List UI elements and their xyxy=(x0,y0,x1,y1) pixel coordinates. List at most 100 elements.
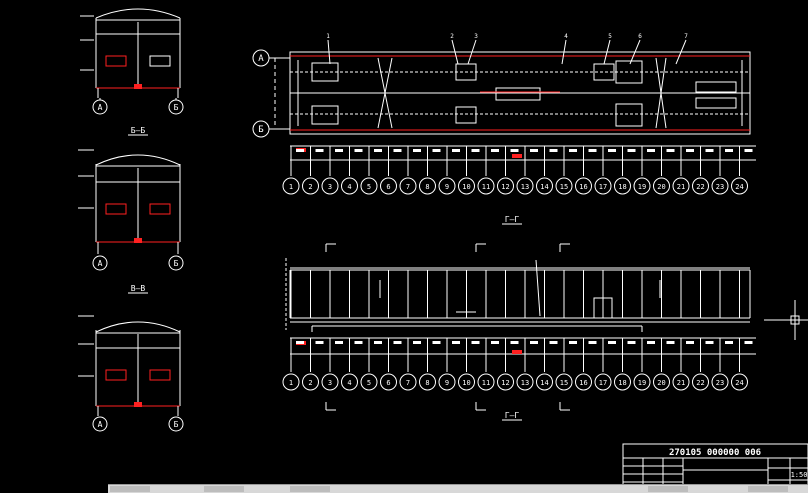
column-number: 20 xyxy=(657,183,665,191)
column-bubble xyxy=(302,373,319,391)
status-bar-segment[interactable] xyxy=(648,486,688,492)
column-number: 23 xyxy=(716,183,724,191)
dimension-text-mark xyxy=(686,341,694,344)
column-number: 2 xyxy=(308,379,312,387)
column-bubble xyxy=(341,373,358,391)
dimension-text-mark xyxy=(315,341,324,344)
column-bubble xyxy=(575,373,592,391)
column-number: 19 xyxy=(638,183,646,191)
column-bubble xyxy=(731,177,748,195)
dimension-text-mark xyxy=(354,149,363,152)
status-bar[interactable] xyxy=(108,484,808,493)
dimension-text-mark xyxy=(725,341,733,344)
column-number: 13 xyxy=(521,183,529,191)
column-number: 11 xyxy=(482,183,490,191)
callout-7: 7 xyxy=(684,33,688,40)
column-number: 7 xyxy=(406,379,410,387)
column-bubble xyxy=(438,373,456,391)
elevation-column-lines xyxy=(290,270,740,318)
axis-label-b-3: Б xyxy=(174,420,179,429)
dimension-text-mark xyxy=(725,149,733,152)
column-bubble xyxy=(419,373,436,391)
dimension-text-mark xyxy=(315,149,324,152)
doc-code: 270105 000000 006 xyxy=(669,448,761,458)
column-bubble xyxy=(399,373,417,391)
dimension-text-mark xyxy=(432,341,441,344)
dimension-text-mark xyxy=(549,149,558,152)
column-bubble xyxy=(380,373,397,391)
section-1-axis-bubbles: А Б xyxy=(92,99,184,115)
dimension-text-mark xyxy=(452,341,460,344)
plan-dimension-row xyxy=(290,145,756,161)
dimension-text-mark xyxy=(413,149,421,152)
elevation-column-ticks xyxy=(290,338,753,372)
dimension-text-mark xyxy=(744,149,753,152)
dimension-text-mark xyxy=(744,341,753,344)
column-number: 6 xyxy=(386,379,390,387)
column-bubble xyxy=(380,177,397,195)
dimension-text-mark xyxy=(608,149,616,152)
column-bubble xyxy=(594,373,612,391)
dimension-text-mark xyxy=(588,341,597,344)
column-bubble xyxy=(536,373,553,391)
column-number: 1 xyxy=(289,183,293,191)
section-title-g-g-top: Г–Г xyxy=(505,215,520,224)
axis-label-a-1: А xyxy=(98,103,103,112)
column-bubble xyxy=(594,177,612,195)
column-number: 8 xyxy=(425,379,429,387)
dimension-text-mark xyxy=(549,341,558,344)
column-number: 21 xyxy=(677,379,685,387)
column-number: 9 xyxy=(445,379,449,387)
dimension-text-mark xyxy=(296,341,304,344)
column-number: 16 xyxy=(579,379,587,387)
dimension-text-mark xyxy=(393,341,402,344)
dimension-text-mark xyxy=(627,341,636,344)
column-bubble xyxy=(399,177,417,195)
dimension-text-mark xyxy=(569,149,577,152)
section-drawing-2 xyxy=(78,149,181,254)
column-bubble xyxy=(672,373,690,391)
column-number: 10 xyxy=(462,183,470,191)
column-bubble xyxy=(516,373,534,391)
column-bubble xyxy=(458,373,475,391)
dimension-text-mark xyxy=(705,149,714,152)
status-bar-segment[interactable] xyxy=(204,486,244,492)
plan-axis-bubbles: А Б xyxy=(252,49,290,138)
dimension-text-mark xyxy=(335,341,343,344)
status-bar-segment[interactable] xyxy=(110,486,150,492)
status-bar-segment[interactable] xyxy=(290,486,330,492)
section-title-g-g-bottom: Г–Г xyxy=(505,411,520,420)
axis-label-b-1: Б xyxy=(174,103,179,112)
column-number: 24 xyxy=(735,183,743,191)
dimension-text-mark xyxy=(647,341,655,344)
elevation-section-markers xyxy=(325,243,570,411)
status-bar-segment[interactable] xyxy=(748,486,788,492)
column-bubble xyxy=(477,177,495,195)
axis-label-a-3: А xyxy=(98,420,103,429)
crosshair-cursor[interactable] xyxy=(764,300,808,340)
dimension-text-mark xyxy=(393,149,402,152)
dimension-text-mark xyxy=(510,149,519,152)
column-bubble xyxy=(321,177,339,195)
dimension-text-mark xyxy=(588,149,597,152)
column-number: 1 xyxy=(289,379,293,387)
axis-label-b-2: Б xyxy=(174,259,179,268)
dimension-text-mark xyxy=(374,149,382,152)
column-bubble xyxy=(633,177,651,195)
column-bubble xyxy=(497,177,514,195)
column-number: 10 xyxy=(462,379,470,387)
column-number: 12 xyxy=(501,379,509,387)
column-number: 3 xyxy=(328,379,332,387)
column-number: 11 xyxy=(482,379,490,387)
section-2-axis-bubbles: А Б xyxy=(92,255,184,271)
callout-2: 2 xyxy=(450,33,454,40)
column-bubble xyxy=(672,177,690,195)
elevation-dimension-row xyxy=(290,337,756,355)
dimension-text-mark xyxy=(471,341,480,344)
column-number: 3 xyxy=(328,183,332,191)
floor-plan xyxy=(274,51,751,135)
dimension-text-mark xyxy=(471,149,480,152)
